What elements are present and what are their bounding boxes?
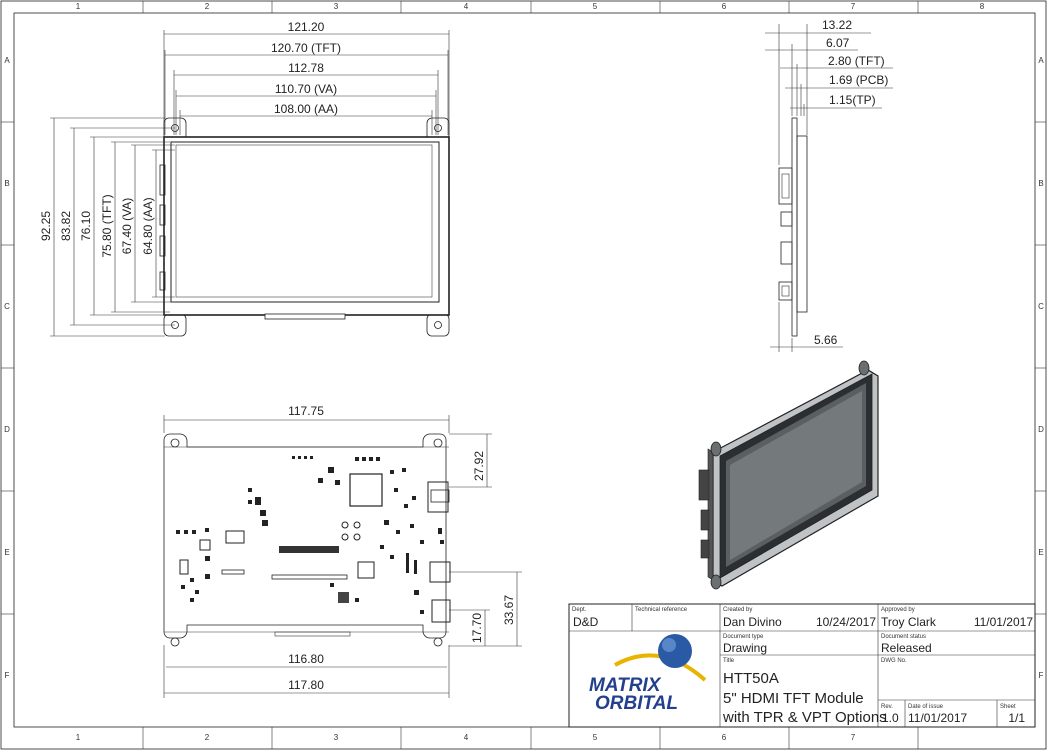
- col-label: 5: [593, 733, 598, 742]
- title-line-2: 5" HDMI TFT Module: [723, 690, 864, 707]
- col-label: 6: [722, 733, 727, 742]
- dim-side-tp: 1.15(TP): [829, 93, 876, 107]
- dim-aa-width: 108.00 (AA): [274, 102, 338, 116]
- col-label: 7: [851, 2, 856, 11]
- row-label: D: [4, 425, 10, 434]
- dim-back-hdmi-offset: 27.92: [472, 451, 486, 481]
- side-view: 13.22 6.07 2.80 (TFT) 1.69 (PCB) 1.15(TP…: [765, 18, 893, 352]
- logo-line-2: ORBITAL: [595, 693, 678, 714]
- row-label: A: [1038, 56, 1044, 65]
- created-by-label: Created by: [723, 607, 752, 613]
- title-line-1: HTT50A: [723, 670, 779, 687]
- col-label: 2: [205, 2, 210, 11]
- col-label: 2: [205, 733, 210, 742]
- column-labels: 1 2 3 4 5 6 7 8 1 2 3 4 5 6 7: [76, 2, 985, 742]
- col-label: 3: [334, 733, 339, 742]
- row-label: F: [5, 671, 10, 680]
- created-date: 10/24/2017: [816, 615, 876, 629]
- title-line-3: with TPR & VPT Options: [722, 709, 887, 726]
- row-label: B: [1038, 179, 1043, 188]
- dim-side-total: 13.22: [822, 18, 852, 32]
- dim-side-body: 6.07: [826, 36, 850, 50]
- row-label: F: [1039, 671, 1044, 680]
- isometric-view: [698, 360, 879, 590]
- created-by-name: Dan Divino: [723, 615, 782, 629]
- dim-tft-width: 120.70 (TFT): [271, 41, 341, 55]
- title-block: Dept. D&D Technical reference Created by…: [568, 603, 1036, 728]
- dept-label: Dept.: [572, 607, 587, 613]
- approved-by-label: Approved by: [881, 607, 915, 613]
- dim-side-bottom: 5.66: [814, 333, 838, 347]
- dim-side-tft: 2.80 (TFT): [828, 54, 885, 68]
- row-label: D: [1038, 425, 1044, 434]
- col-label: 5: [593, 2, 598, 11]
- dim-tft-height: 75.80 (TFT): [100, 194, 114, 257]
- dim-back-connector-offset: 33.67: [502, 595, 516, 625]
- title-label: Title: [723, 658, 735, 664]
- inner-border: [13, 12, 1036, 728]
- doc-status-value: Released: [881, 641, 932, 655]
- col-label: 1: [76, 733, 81, 742]
- row-labels: A B C D E F A B C D E F: [4, 56, 1044, 680]
- row-label: A: [4, 56, 10, 65]
- dim-body-height: 76.10: [79, 211, 93, 241]
- logo-line-1: MATRIX: [589, 675, 662, 696]
- col-label: 4: [464, 2, 469, 11]
- row-label: C: [1038, 302, 1044, 311]
- dim-hole-spacing: 112.78: [288, 61, 324, 75]
- dim-side-pcb: 1.69 (PCB): [829, 73, 888, 87]
- rev-value: 1.0: [882, 711, 899, 725]
- row-label: E: [4, 548, 9, 557]
- row-label: E: [1038, 548, 1043, 557]
- sheet-label: Sheet: [1000, 704, 1016, 710]
- issue-date-label: Date of issue: [908, 704, 944, 710]
- back-view: 117.75 116.80 117.80 27.92 17.70 33.67: [163, 404, 522, 698]
- dim-back-width: 117.75: [288, 404, 324, 418]
- sheet-value: 1/1: [1008, 711, 1025, 725]
- col-label: 1: [76, 2, 81, 11]
- dim-overall-height: 92.25: [39, 211, 53, 241]
- globe-icon: [658, 634, 692, 668]
- dwg-no-label: DWG No.: [881, 658, 907, 664]
- approved-by-name: Troy Clark: [881, 615, 937, 629]
- approved-date: 11/01/2017: [974, 615, 1033, 629]
- matrix-orbital-logo: MATRIX ORBITAL: [589, 634, 707, 714]
- dim-back-usb-offset: 17.70: [470, 613, 484, 643]
- dim-overall-width: 121.20: [288, 20, 325, 34]
- dim-back-hole-spacing: 116.80: [288, 652, 324, 666]
- front-view: 121.20 120.70 (TFT) 112.78 110.70 (VA) 1…: [39, 20, 450, 337]
- dim-va-height: 67.40 (VA): [120, 198, 134, 254]
- col-label: 6: [722, 2, 727, 11]
- doc-status-label: Document status: [881, 634, 926, 640]
- col-label: 4: [464, 733, 469, 742]
- issue-date-value: 11/01/2017: [908, 711, 967, 725]
- row-label: B: [4, 179, 9, 188]
- dim-va-width: 110.70 (VA): [275, 82, 337, 96]
- doc-type-label: Document type: [723, 634, 764, 640]
- dept-value: D&D: [573, 615, 599, 629]
- dim-hole-height: 83.82: [59, 211, 73, 241]
- col-label: 3: [334, 2, 339, 11]
- tech-ref-label: Technical reference: [635, 607, 688, 613]
- doc-type-value: Drawing: [723, 641, 767, 655]
- row-label: C: [4, 302, 10, 311]
- col-label: 7: [851, 733, 856, 742]
- dim-back-total-width: 117.80: [288, 678, 324, 692]
- dim-aa-height: 64.80 (AA): [141, 197, 155, 254]
- rev-label: Rev.: [881, 704, 893, 710]
- col-label: 8: [980, 2, 985, 11]
